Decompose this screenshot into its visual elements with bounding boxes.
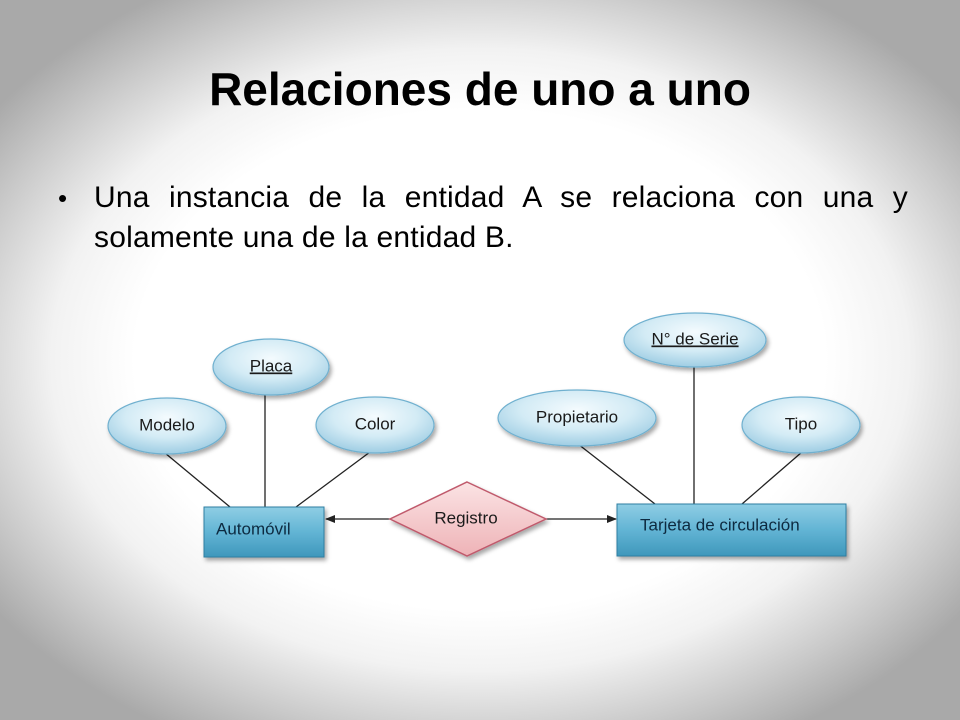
entity-tarjeta: Tarjeta de circulación <box>616 503 847 557</box>
attribute-tipo-ellipse <box>741 396 861 454</box>
attribute-propietario-ellipse <box>497 389 657 447</box>
attribute-tipo: Tipo <box>741 396 861 454</box>
slide-title: Relaciones de uno a uno <box>209 63 751 115</box>
bullet-text: Una instancia de la entidad A se relacio… <box>94 181 908 254</box>
attribute-placa-ellipse <box>212 338 330 396</box>
entity-automovil: Automóvil <box>203 506 325 558</box>
line-color-automovil <box>295 451 371 508</box>
relationship-diamond <box>388 481 548 557</box>
entity-automovil-label: Automóvil <box>216 519 291 538</box>
attribute-propietario: Propietario <box>497 389 657 447</box>
line-tipo-tarjeta <box>741 451 803 505</box>
entity-tarjeta-box <box>616 503 847 557</box>
bullet-marker: • <box>58 183 68 213</box>
entity-automovil-box <box>203 506 325 558</box>
relationship-label: Registro <box>434 508 497 527</box>
attribute-tipo-label: Tipo <box>785 414 817 433</box>
line-modelo-automovil <box>164 452 231 508</box>
entity-tarjeta-label: Tarjeta de circulación <box>640 515 800 534</box>
attribute-modelo: Modelo <box>107 397 227 455</box>
attribute-color-ellipse <box>315 396 435 454</box>
attribute-serie-label: N° de Serie <box>651 329 738 348</box>
attribute-color: Color <box>315 396 435 454</box>
attribute-placa: Placa <box>212 338 330 396</box>
line-propietario-tarjeta <box>577 443 656 505</box>
bullet-item: • Una instancia de la entidad A se relac… <box>58 178 908 258</box>
attribute-propietario-label: Propietario <box>536 407 618 426</box>
attribute-placa-label: Placa <box>250 356 293 375</box>
attribute-modelo-label: Modelo <box>139 415 195 434</box>
attribute-serie: N° de Serie <box>623 312 767 368</box>
bullet-list: • Una instancia de la entidad A se relac… <box>58 178 908 258</box>
attribute-serie-ellipse <box>623 312 767 368</box>
attribute-color-label: Color <box>355 414 396 433</box>
connector-lines <box>164 366 803 523</box>
relationship-registro: Registro <box>388 481 548 557</box>
attribute-modelo-ellipse <box>107 397 227 455</box>
